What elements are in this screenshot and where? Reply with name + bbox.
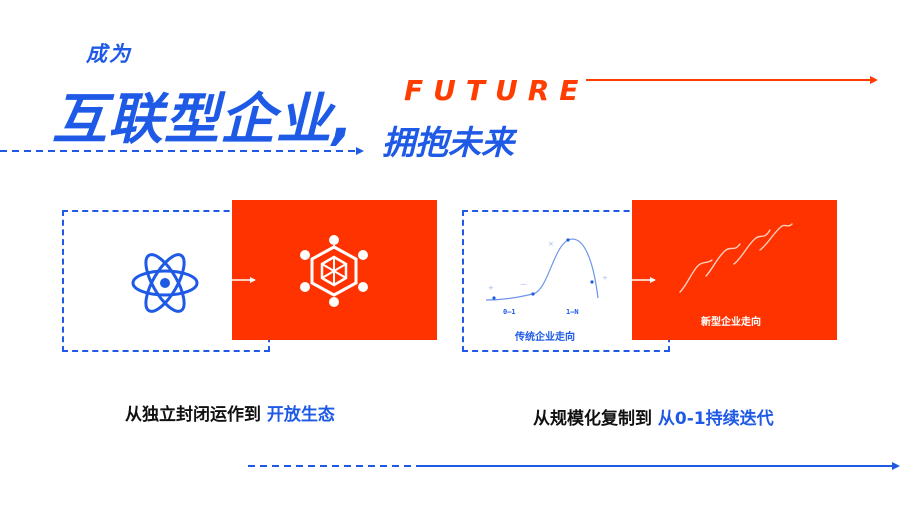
right-caption-highlight: 从0-1持续迭代 [657, 409, 774, 429]
subtitle: 成为 [86, 42, 132, 66]
left-connector-arrow [232, 277, 256, 283]
left-caption-highlight: 开放生态 [266, 405, 335, 425]
network-hexagon-icon [300, 235, 368, 307]
svg-text:+: + [488, 284, 494, 292]
page-subtitle: 拥抱未来 [382, 123, 514, 162]
left-caption-prefix: 从独立封闭运作到 [125, 405, 261, 425]
traditional-curve-graphic: + — × ÷ [485, 238, 608, 301]
axis-right-label: 1—N [566, 308, 579, 316]
axis-left-label: 0—1 [503, 308, 516, 316]
future-label: FUTURE [404, 74, 589, 107]
new-label: 新型企业走向 [701, 317, 761, 328]
svg-text:×: × [548, 240, 554, 248]
new-wave-graphic [679, 223, 793, 293]
svg-text:—: — [520, 280, 527, 288]
svg-text:÷: ÷ [602, 274, 608, 282]
right-connector-arrow [632, 277, 656, 283]
right-caption-prefix: 从规模化复制到 [533, 409, 652, 429]
right-caption: 从规模化复制到 从0-1持续迭代 [533, 404, 774, 429]
left-caption: 从独立封闭运作到 开放生态 [125, 400, 335, 425]
page-title: 互联型企业, [52, 87, 354, 151]
right-red-card [632, 200, 837, 340]
atom-icon [131, 253, 199, 313]
traditional-label: 传统企业走向 [515, 332, 575, 343]
